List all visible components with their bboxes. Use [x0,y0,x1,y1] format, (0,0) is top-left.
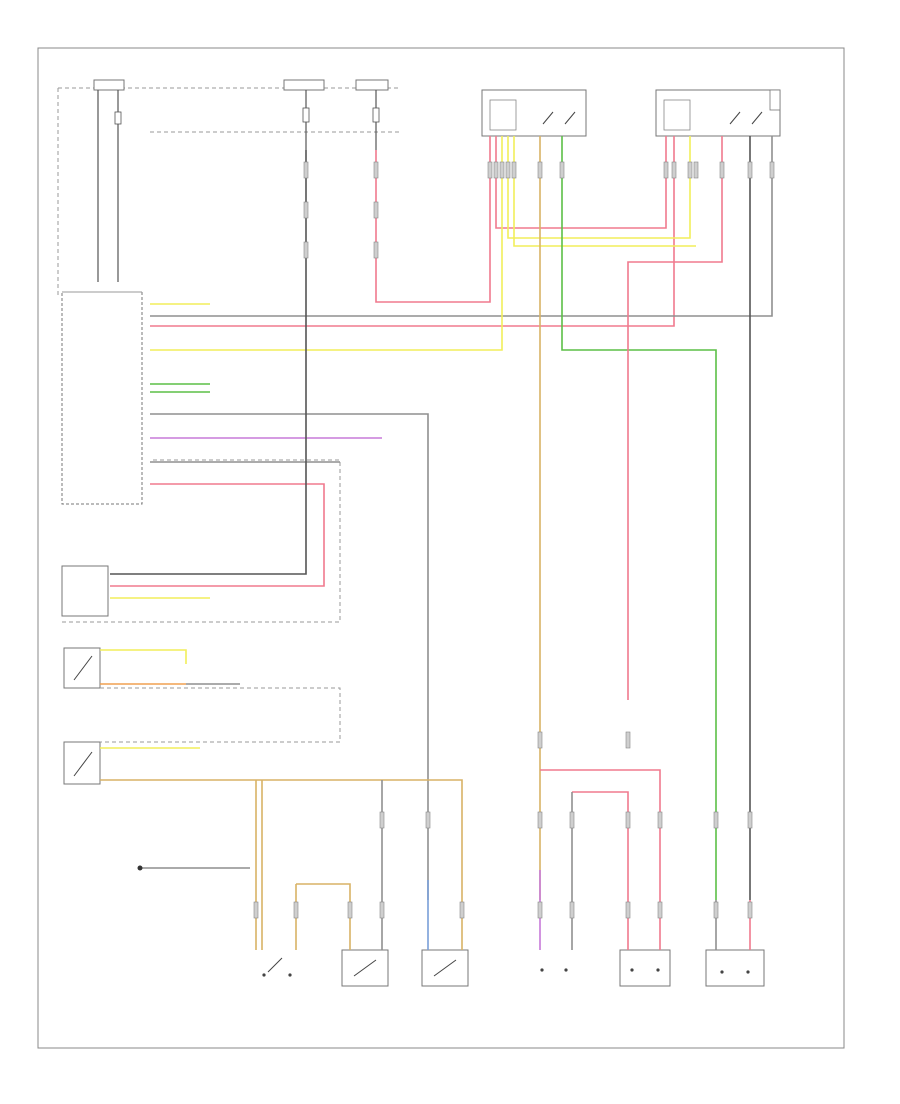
wire-connector-35 [537,901,543,919]
wire-pink-18 [627,136,723,700]
wire-tan-26 [100,779,463,900]
wire-connector-29 [425,811,431,829]
wire-yellow-5 [150,136,503,351]
wire-connector-25 [657,811,663,829]
wire-connector-3 [373,161,379,179]
wire-connector-19 [769,161,775,179]
wire-connector-12 [559,161,565,179]
wire-connector-20 [537,731,543,749]
wire-connector-37 [625,901,631,919]
wire-connector-39 [713,901,719,919]
wire-connector-30 [253,901,259,919]
left-seat-heater-pad [619,949,671,987]
wire-connector-17 [719,161,725,179]
right-heated-seat-control-unit [655,89,781,137]
wire-connector-15 [687,161,693,179]
wire-connector-40 [747,901,753,919]
wire-connector-16 [693,161,699,179]
right-seat-heater-pad [530,950,578,986]
heated-seat-switch-module [61,565,109,617]
wire-connector-22 [537,811,543,829]
wire-pink-1 [150,136,675,327]
wire-tan-29 [296,883,351,950]
wire-connector-1 [303,201,309,219]
right-front-seat-heater-element [254,950,298,986]
left-front-seat-heater-element [421,949,469,987]
wire-dark-15 [110,150,307,575]
passenger-seat-heater-pad [705,949,765,987]
wire-connector-4 [373,201,379,219]
wire-connector-26 [713,811,719,829]
wire-yellow-7 [513,136,696,247]
connector-group [253,161,775,919]
wire-connector-33 [379,901,385,919]
wire-group [100,136,773,950]
wire-connector-28 [379,811,385,829]
wire-yellow-6 [507,136,691,239]
right-seat-sensor-switch [63,647,101,689]
ground-symbol [137,865,250,871]
diagram-frame [37,47,845,1049]
vehicle-control-module [61,291,143,505]
wire-connector-32 [347,901,353,919]
wire-connector-8 [499,161,505,179]
wire-connector-0 [303,161,309,179]
wire-pink-19 [540,769,661,900]
fuse-hot-in-run [283,79,325,150]
wire-connector-36 [569,901,575,919]
wire-connector-27 [747,811,753,829]
wire-connector-9 [505,161,511,179]
wire-yellow-22 [100,649,187,664]
wire-connector-2 [303,241,309,259]
wire-connector-5 [373,241,379,259]
wire-connector-11 [537,161,543,179]
wire-pink-14 [110,483,325,587]
wire-connector-31 [293,901,299,919]
left-seat-sensor-switch [63,741,101,785]
left-rear-seat-heater-element [341,949,389,987]
left-heated-seat-control-unit [481,89,587,137]
wire-connector-21 [625,731,631,749]
wire-connector-10 [511,161,517,179]
wire-connector-7 [493,161,499,179]
wire-connector-23 [569,811,575,829]
module-outline [62,459,341,623]
wire-pink-2 [495,136,667,229]
wire-connector-14 [671,161,677,179]
wire-connector-6 [487,161,493,179]
wire-gray-11 [150,413,429,900]
wire-connector-18 [747,161,753,179]
wire-connector-38 [657,901,663,919]
fuse-hot-in-acc [355,79,389,150]
wire-connector-34 [459,901,465,919]
wire-pink-20 [572,791,629,900]
wire-pink-0 [375,136,491,303]
fuse-hot-at-all-times [93,79,125,282]
wire-gray-3 [150,136,773,317]
wire-connector-13 [663,161,669,179]
seat-switch-outline [100,687,341,743]
wire-connector-24 [625,811,631,829]
wire-green-10 [561,136,717,900]
